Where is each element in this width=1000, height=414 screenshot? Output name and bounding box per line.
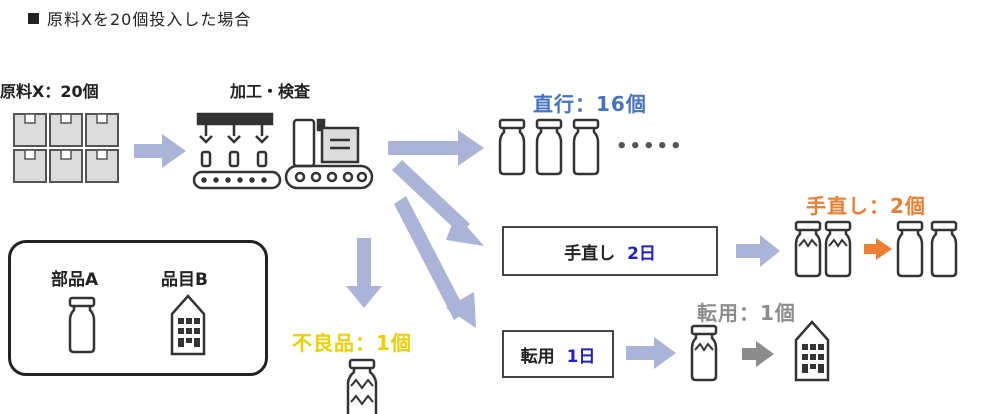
direct-bottles-icon [498, 118, 600, 176]
diversion-gray-arrow [742, 341, 774, 367]
defect-bottle-icon [346, 358, 378, 414]
rework-orange-arrow [864, 238, 892, 260]
title-text: 原料Xを20個投入した場合 [47, 10, 252, 29]
diversion-days: 1日 [566, 346, 596, 367]
raw-material-label: 原料X：20個 [0, 82, 99, 101]
processing-machine-icon [192, 112, 282, 190]
legend-part-b-building-icon [170, 294, 206, 356]
diversion-result-label: 転用：1個 [697, 301, 796, 325]
process-label: 加工・検査 [230, 82, 311, 101]
more-ellipsis: ••••• [616, 136, 684, 157]
diversion-box: 転用 1日 [502, 330, 614, 378]
raw-material-crates-icon [13, 113, 119, 183]
legend-panel: 部品A 品目B [8, 240, 268, 376]
rework-fixed-bottles-icon [896, 220, 958, 278]
direct-label: 直行：16個 [533, 92, 647, 116]
arrow-rework-to-result [736, 235, 780, 267]
legend-part-b-label: 品目B [161, 270, 208, 290]
rework-box: 手直し 2日 [502, 226, 718, 276]
arrow-raw-to-process [134, 134, 186, 168]
rework-cracked-bottles-icon [794, 220, 852, 278]
rework-result-label: 手直し：2個 [806, 194, 926, 218]
page-title: 原料Xを20個投入した場合 [28, 6, 251, 30]
legend-part-a-label: 部品A [51, 270, 99, 290]
bullet-square-icon [28, 13, 39, 24]
arrow-to-rework [392, 160, 484, 246]
inspection-conveyor-icon [284, 118, 374, 190]
diversion-cracked-bottle-icon [690, 324, 718, 382]
arrow-to-direct [388, 130, 484, 166]
diversion-box-label: 転用 [520, 346, 555, 367]
rework-days: 2日 [627, 243, 656, 264]
diversion-building-icon [794, 320, 830, 382]
arrow-to-defect [346, 238, 382, 308]
defect-label: 不良品：1個 [292, 331, 412, 355]
arrow-diversion-to-result [626, 337, 676, 369]
rework-box-label: 手直し [564, 243, 616, 264]
legend-part-a-bottle-icon [68, 296, 96, 354]
arrow-to-diversion [394, 196, 476, 328]
